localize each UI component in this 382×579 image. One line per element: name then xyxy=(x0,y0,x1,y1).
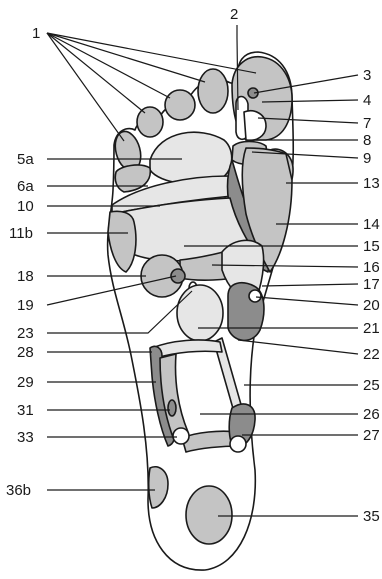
label-20: 20 xyxy=(363,298,380,313)
label-18: 18 xyxy=(17,269,34,284)
label-35: 35 xyxy=(363,509,380,524)
label-29: 29 xyxy=(17,375,34,390)
label-22: 22 xyxy=(363,347,380,362)
label-33: 33 xyxy=(17,430,34,445)
label-23: 23 xyxy=(17,326,34,341)
label-5a: 5a xyxy=(17,152,34,167)
label-26: 26 xyxy=(363,407,380,422)
area-35 xyxy=(186,486,232,544)
label-28: 28 xyxy=(17,345,34,360)
area-8 xyxy=(244,111,266,141)
toe-third xyxy=(165,90,195,120)
area-33 xyxy=(173,428,189,444)
label-27: 27 xyxy=(363,428,380,443)
label-1: 1 xyxy=(32,26,40,41)
label-21: 21 xyxy=(363,321,380,336)
label-8: 8 xyxy=(363,133,371,148)
label-2: 2 xyxy=(230,7,238,22)
label-10: 10 xyxy=(17,199,34,214)
label-9: 9 xyxy=(363,151,371,166)
label-16: 16 xyxy=(363,260,380,275)
label-3: 3 xyxy=(363,68,371,83)
label-36b: 36b xyxy=(6,483,31,498)
area-19 xyxy=(171,269,185,283)
point-20 xyxy=(249,290,261,302)
label-19: 19 xyxy=(17,298,34,313)
area-21 xyxy=(177,285,223,341)
label-4: 4 xyxy=(363,93,371,108)
label-17: 17 xyxy=(363,277,380,292)
point-27 xyxy=(230,436,246,452)
area-31 xyxy=(168,400,176,416)
toe-second xyxy=(198,69,228,113)
label-6a: 6a xyxy=(17,179,34,194)
label-15: 15 xyxy=(363,239,380,254)
toe-fourth xyxy=(137,107,163,137)
label-25: 25 xyxy=(363,378,380,393)
label-11b: 11b xyxy=(9,226,33,241)
label-7: 7 xyxy=(363,116,371,131)
label-31: 31 xyxy=(17,403,34,418)
label-13: 13 xyxy=(363,176,380,191)
label-14: 14 xyxy=(363,217,380,232)
